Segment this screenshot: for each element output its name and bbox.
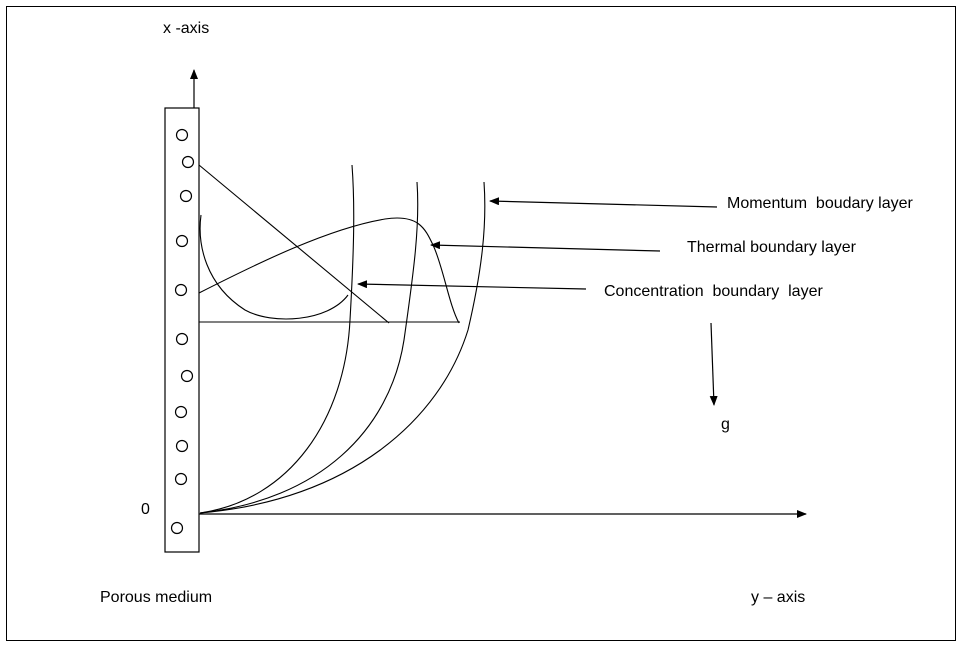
momentum-layer-label: Momentum boudary layer [727, 195, 914, 212]
pore-circle [175, 128, 189, 142]
pore-circle [174, 472, 188, 486]
pores [170, 128, 195, 535]
thermal-layer-label: Thermal boundary layer [687, 239, 857, 256]
pore-circle [175, 234, 189, 248]
concentration-profile [199, 214, 349, 320]
momentum-pointer-arrow [489, 197, 718, 208]
boundary-layer-curves [199, 164, 486, 514]
pore-circle [175, 439, 189, 453]
thermal-layer-edge [199, 181, 419, 514]
pore-circle [174, 405, 188, 419]
momentum-layer-edge [199, 181, 486, 514]
profiles [198, 164, 460, 324]
pore-circle [179, 189, 193, 203]
concentration-layer-label: Concentration boundary layer [604, 283, 823, 300]
pore-circle [170, 521, 184, 535]
temperature-profile [198, 164, 390, 324]
figure-border [6, 6, 956, 641]
thermal-pointer-arrow [430, 241, 661, 252]
porous-plate [164, 107, 200, 553]
origin-label: 0 [141, 501, 150, 518]
gravity-arrow [709, 322, 718, 406]
y-axis-label: y – axis [751, 589, 805, 606]
pore-circle [180, 369, 194, 383]
concentration-layer-edge [199, 164, 355, 514]
pore-circle [174, 283, 188, 297]
porous-medium-label: Porous medium [100, 589, 212, 606]
pore-circle [181, 155, 195, 169]
velocity-profile [198, 217, 460, 324]
concentration-pointer-arrow [357, 280, 587, 290]
x-axis-label: x -axis [163, 20, 209, 37]
gravity-label: g [721, 416, 730, 433]
pore-circle [175, 332, 189, 346]
